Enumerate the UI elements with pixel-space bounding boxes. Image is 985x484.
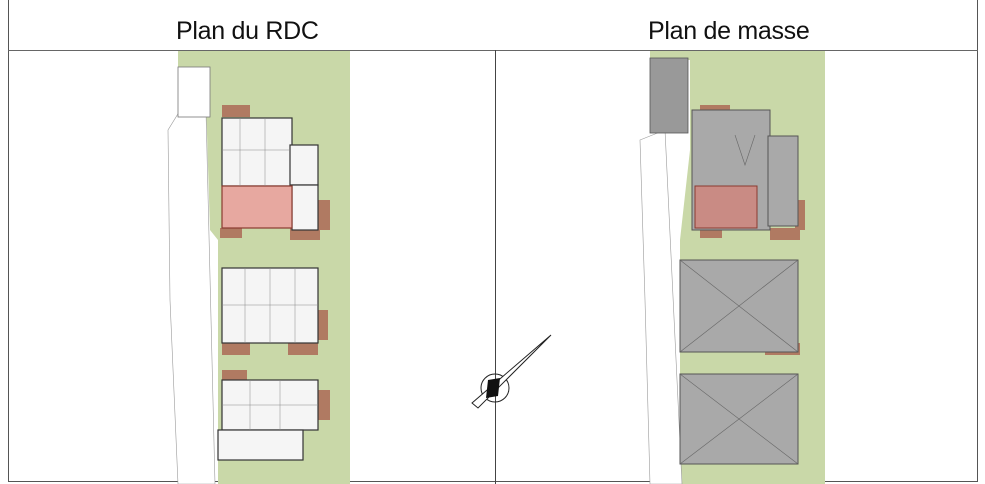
- header-divider: [8, 50, 978, 51]
- plan-rdc: [167, 51, 350, 484]
- north-arrow-icon: [471, 334, 552, 409]
- plan-masse-title: Plan de masse: [648, 17, 810, 45]
- carport-roof: [649, 57, 689, 134]
- document-frame: [8, 0, 978, 482]
- highlighted-unit: [221, 185, 293, 229]
- parking-icon: [177, 66, 211, 118]
- plan-masse: [639, 51, 825, 484]
- panel-divider: [495, 50, 496, 484]
- plan-rdc-title: Plan du RDC: [176, 17, 319, 45]
- highlighted-unit-roof: [694, 185, 758, 229]
